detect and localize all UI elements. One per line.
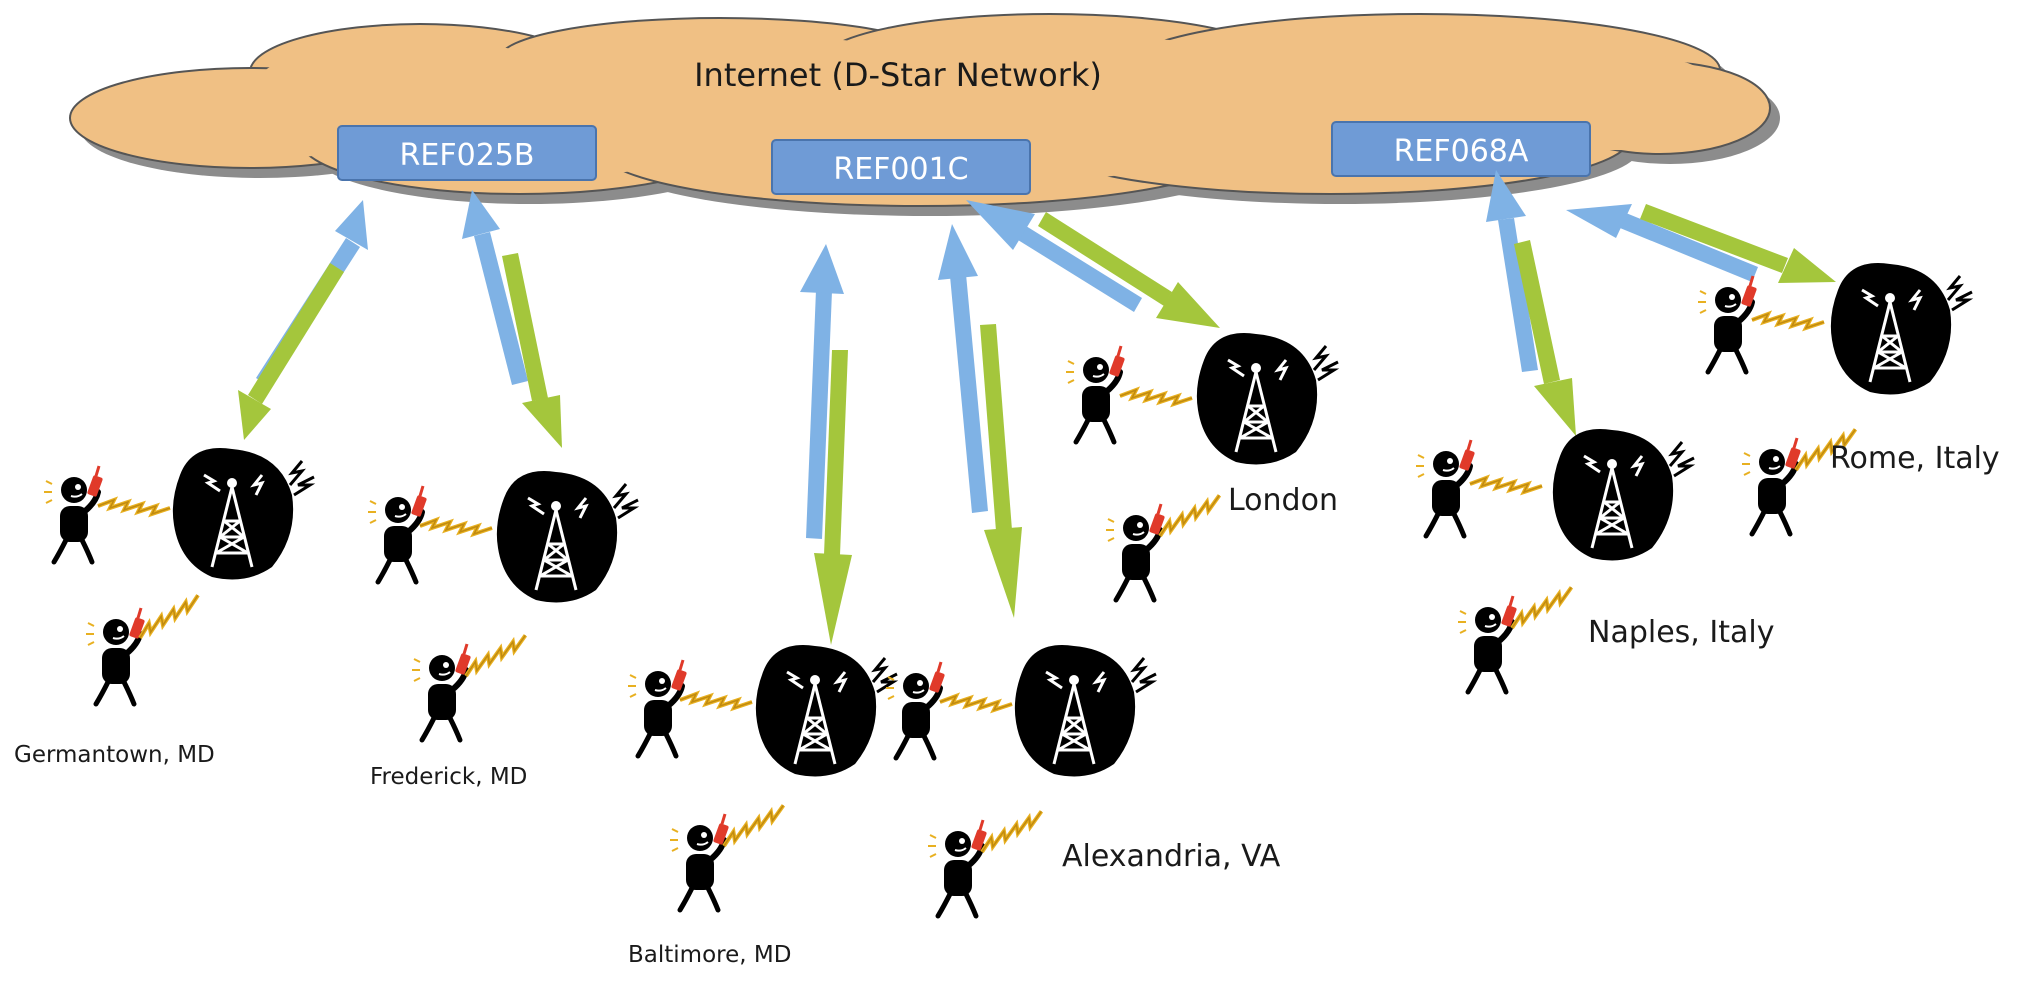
reflector-ref025b: REF025B	[337, 125, 597, 181]
site-baltimore: Baltimore, MD	[628, 643, 899, 968]
location-label: Germantown, MD	[14, 742, 215, 768]
location-label: Alexandria, VA	[1062, 839, 1281, 874]
uplink-arrow	[1486, 170, 1538, 372]
uplink-arrow	[966, 200, 1142, 312]
repeater-tower-icon	[1829, 261, 1974, 396]
lightning-icon	[1156, 489, 1222, 543]
lightning-icon	[96, 498, 172, 516]
lightning-icon	[978, 805, 1044, 859]
location-label: Baltimore, MD	[628, 942, 791, 968]
site-alexandria: Alexandria, VA	[886, 643, 1281, 916]
lightning-icon	[1750, 312, 1826, 330]
location-label: Rome, Italy	[1830, 441, 2000, 476]
reflector-ref001c: REF001C	[771, 139, 1031, 195]
site-london: London	[1066, 331, 1340, 600]
downlink-arrow	[1038, 212, 1220, 328]
cloud-title: Internet (D-Star Network)	[694, 56, 1102, 94]
downlink-arrow	[238, 263, 344, 440]
site-rome: Rome, Italy	[1698, 261, 2000, 534]
reflector-label: REF001C	[833, 152, 968, 187]
downlink-arrow	[814, 350, 852, 645]
location-label: Naples, Italy	[1588, 615, 1774, 650]
lightning-icon	[1118, 388, 1194, 406]
operator-radio-icon	[670, 814, 729, 910]
location-label: London	[1228, 483, 1338, 518]
operator-radio-icon	[628, 660, 687, 756]
uplink-arrow	[462, 190, 528, 385]
uplink-arrow	[1566, 204, 1758, 282]
operator-radio-icon	[1106, 504, 1165, 600]
operator-radio-icon	[1458, 596, 1517, 692]
uplink-arrow	[800, 244, 844, 539]
downlink-arrow	[502, 253, 562, 448]
reflector-label: REF025B	[400, 138, 535, 173]
link-arrows	[238, 170, 1836, 645]
downlink-arrow	[980, 324, 1022, 618]
operator-radio-icon	[1066, 346, 1125, 442]
repeater-tower-icon	[1013, 643, 1158, 778]
repeater-tower-icon	[495, 469, 640, 604]
repeater-tower-icon	[171, 446, 316, 581]
repeater-tower-icon	[1551, 427, 1696, 562]
operator-radio-icon	[44, 466, 103, 562]
lightning-icon	[462, 629, 528, 683]
downlink-arrow	[1640, 204, 1836, 283]
operator-radio-icon	[928, 820, 987, 916]
location-label: Frederick, MD	[370, 764, 527, 790]
lightning-icon	[938, 694, 1014, 712]
lightning-icon	[678, 692, 754, 710]
operator-radio-icon	[1742, 438, 1801, 534]
lightning-icon	[1468, 476, 1544, 494]
lightning-icon	[134, 586, 204, 647]
operator-radio-icon	[86, 608, 145, 704]
site-frederick: Frederick, MD	[368, 469, 640, 790]
operator-radio-icon	[368, 486, 427, 582]
site-naples: Naples, Italy	[1416, 427, 1774, 692]
reflector-label: REF068A	[1394, 134, 1529, 169]
lightning-icon	[418, 518, 494, 536]
operator-radio-icon	[1416, 440, 1475, 536]
repeater-tower-icon	[1195, 331, 1340, 466]
operator-radio-icon	[1698, 276, 1757, 372]
downlink-arrow	[1514, 240, 1576, 436]
uplink-arrow	[938, 224, 988, 513]
lightning-icon	[720, 799, 786, 853]
reflector-ref068a: REF068A	[1331, 121, 1591, 177]
site-germantown: Germantown, MD	[14, 446, 316, 768]
operator-radio-icon	[412, 644, 471, 740]
lightning-icon	[1508, 581, 1574, 635]
repeater-tower-icon	[754, 643, 899, 778]
